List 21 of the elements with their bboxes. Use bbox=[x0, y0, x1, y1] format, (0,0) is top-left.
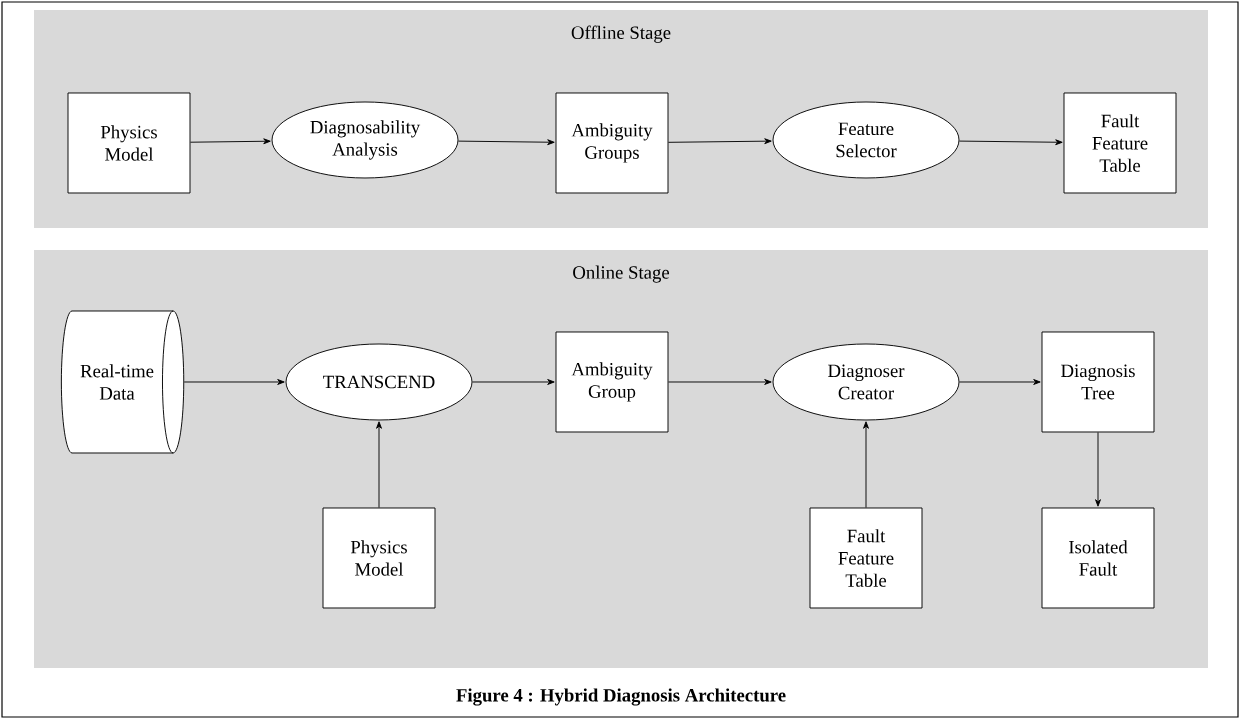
process-box: Diagnosis Tree bbox=[1041, 331, 1155, 433]
arrow bbox=[668, 379, 772, 385]
arrow bbox=[376, 421, 382, 508]
arrow bbox=[457, 139, 555, 146]
arrow bbox=[959, 379, 1041, 385]
figure-caption: Figure 4 : Hybrid Diagnosis Architecture bbox=[456, 688, 786, 706]
process-box: Physics Model bbox=[67, 92, 191, 194]
process-box: Fault Feature Table bbox=[1063, 92, 1177, 194]
arrow bbox=[1095, 431, 1101, 507]
arrow bbox=[958, 139, 1063, 146]
process-box: Ambiguity Groups bbox=[555, 92, 669, 194]
arrow bbox=[190, 138, 271, 145]
process-box: Ambiguity Group bbox=[555, 331, 669, 433]
process-box: Isolated Fault bbox=[1041, 507, 1155, 609]
process-box: Physics Model bbox=[322, 507, 436, 609]
arrow bbox=[472, 379, 555, 385]
process-box: Fault Feature Table bbox=[809, 507, 923, 609]
arrow bbox=[183, 379, 285, 385]
arrow bbox=[668, 138, 772, 145]
arrow bbox=[863, 421, 869, 508]
data-store: Real-time Data bbox=[60, 310, 185, 454]
